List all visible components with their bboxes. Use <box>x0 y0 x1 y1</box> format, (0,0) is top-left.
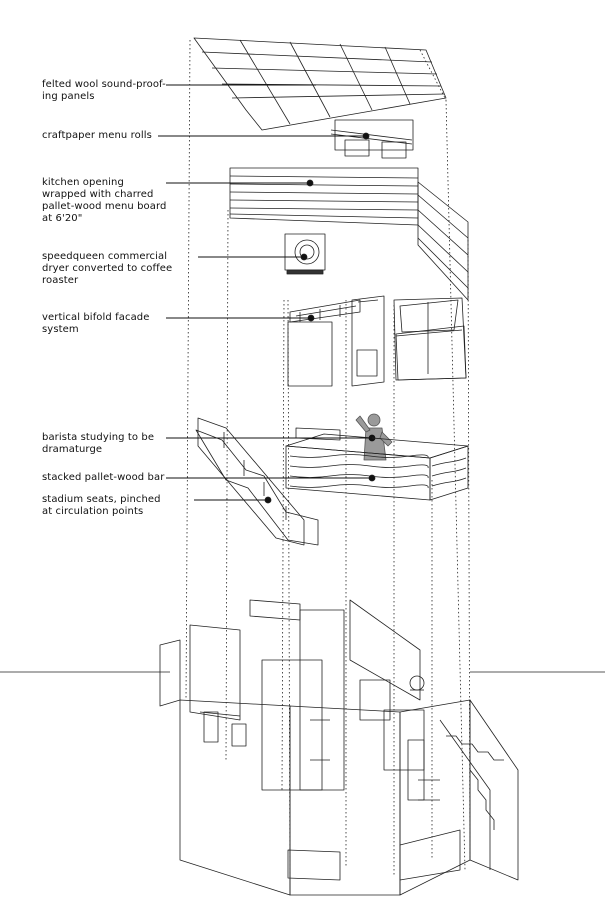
kitchen-menu-board <box>229 167 469 301</box>
annotation-menu: craftpaper menu rolls <box>42 130 152 141</box>
bifold-facade <box>287 295 467 387</box>
pallet-wood-bar <box>285 427 469 501</box>
annotation-facade: vertical bifold facade system <box>42 312 150 335</box>
dryer-roaster <box>284 233 326 275</box>
ground-floor-building <box>159 599 519 896</box>
stadium-seats <box>195 417 319 546</box>
annotation-panels: felted wool sound-proof- ing panels <box>42 79 166 102</box>
menu-roll <box>330 119 414 159</box>
projection-lines <box>185 39 471 881</box>
annotation-kitchen: kitchen opening wrapped with charred pal… <box>42 177 167 224</box>
leader-lines <box>158 84 372 501</box>
annotation-barista: barista studying to be dramaturge <box>42 432 155 455</box>
annotation-bar: stacked pallet-wood bar <box>42 472 165 483</box>
annotation-dryer: speedqueen commercial dryer converted to… <box>42 251 173 286</box>
felted-wool-panels <box>193 37 447 131</box>
annotation-seats: stadium seats, pinched at circulation po… <box>42 494 161 517</box>
